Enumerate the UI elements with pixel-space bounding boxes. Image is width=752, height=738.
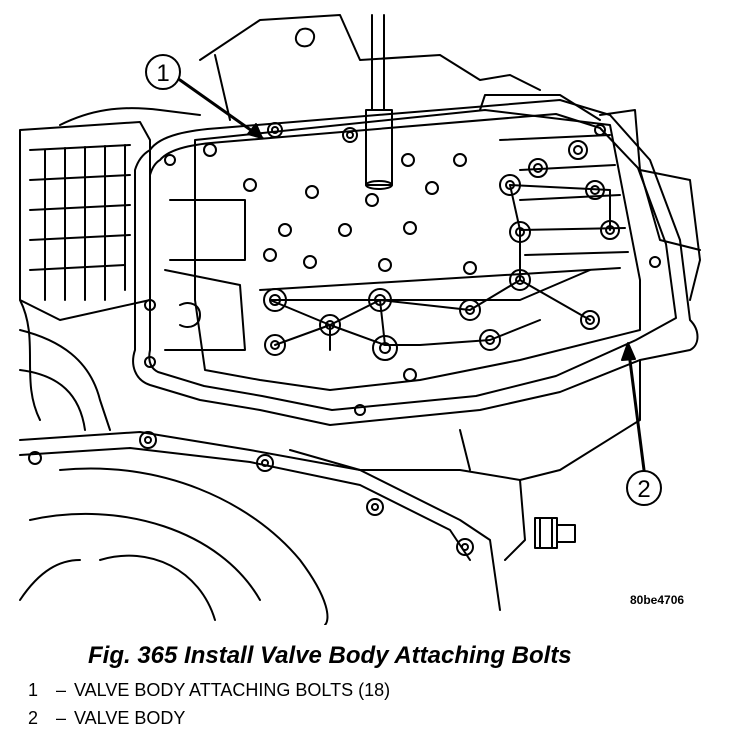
legend-item-label: VALVE BODY (74, 708, 186, 728)
upper-housing (59, 14, 701, 301)
valve-body-plate (164, 94, 641, 391)
callout-2-marker (621, 342, 662, 506)
legend-item-1: 1–VALVE BODY ATTACHING BOLTS (18) (28, 680, 390, 701)
callout-2-number: 2 (637, 476, 650, 503)
attaching-bolts (28, 122, 661, 556)
transmission-bell-housing (19, 329, 641, 625)
wrench-extension (365, 14, 393, 190)
callout-1-number: 1 (156, 60, 169, 87)
transmission-illustration: 1 2 (19, 14, 701, 625)
legend-separator: – (55, 680, 66, 700)
legend-item-label: VALVE BODY ATTACHING BOLTS (18) (74, 680, 391, 700)
legend-item-2: 2–VALVE BODY (28, 708, 185, 729)
side-bolt (534, 517, 576, 549)
transmission-case-ribs (19, 121, 151, 421)
figure-caption: Fig. 365 Install Valve Body Attaching Bo… (88, 642, 572, 669)
image-code: 80be4706 (630, 593, 685, 607)
legend-item-number: 2 (28, 708, 39, 728)
callout-1-marker (145, 54, 264, 140)
legend-item-number: 1 (28, 680, 39, 700)
legend-separator: – (55, 708, 66, 728)
